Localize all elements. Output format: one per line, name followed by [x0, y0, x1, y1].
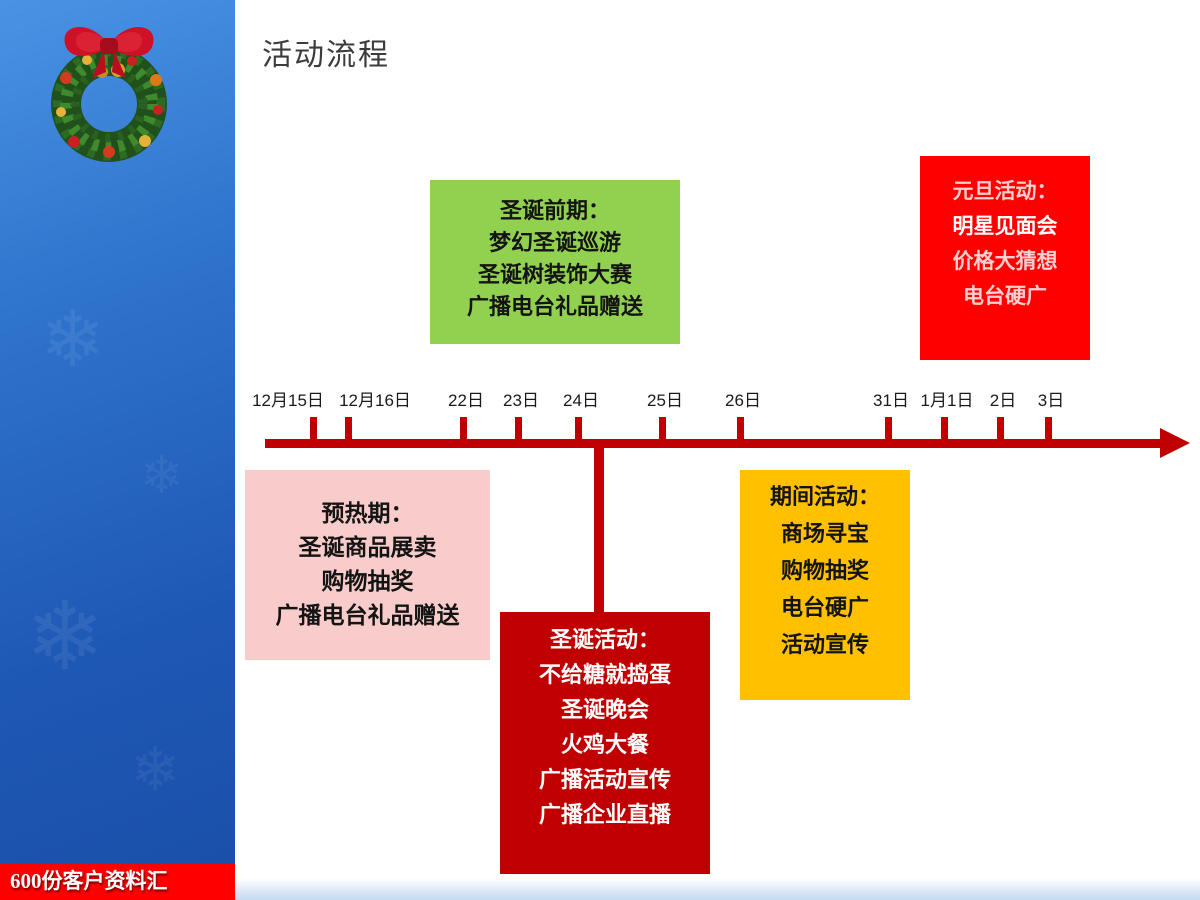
- timeline-tick: [460, 417, 467, 444]
- timeline-date-label: 12月15日: [252, 391, 324, 410]
- new-year-box: 元旦活动： 明星见面会 价格大猜想 电台硬广: [920, 156, 1090, 360]
- timeline-tick: [885, 417, 892, 444]
- snowflake-icon: ❄: [130, 736, 181, 803]
- timeline-tick: [659, 417, 666, 444]
- box-line: 不给糖就捣蛋: [538, 662, 671, 687]
- interim-box: 期间活动： 商场寻宝 购物抽奖 电台硬广 活动宣传: [740, 470, 910, 700]
- timeline-tick: [515, 417, 522, 444]
- box-line: 期间活动：: [769, 484, 880, 509]
- box-line: 电台硬广: [963, 285, 1047, 308]
- christmas-wreath-image: [51, 27, 167, 162]
- timeline-arrowhead-icon: [1160, 428, 1190, 458]
- box-line: 广播电台礼品赠送: [466, 294, 643, 319]
- timeline-date-label: 3日: [1037, 391, 1065, 410]
- box-line: 购物抽奖: [321, 568, 414, 594]
- sidebar-decoration: ❄ ❄ ❄ ❄: [0, 0, 235, 900]
- box-line: 商场寻宝: [780, 521, 869, 546]
- footer-banner: 600份客户资料汇: [0, 864, 235, 900]
- christmas-box: 圣诞活动： 不给糖就捣蛋 圣诞晚会 火鸡大餐 广播活动宣传 广播企业直播: [500, 612, 710, 874]
- box-line: 圣诞树装饰大赛: [477, 262, 632, 287]
- timeline-tick: [310, 417, 317, 444]
- timeline-date-label: 31日: [873, 391, 909, 410]
- timeline-axis: [265, 439, 1162, 448]
- timeline-date-label: 26日: [725, 391, 761, 410]
- timeline-date-label: 25日: [647, 391, 683, 410]
- timeline-tick: [941, 417, 948, 444]
- warm-up-box: 预热期： 圣诞商品展卖 购物抽奖 广播电台礼品赠送: [245, 470, 490, 660]
- box-line: 活动宣传: [780, 632, 869, 657]
- box-line: 梦幻圣诞巡游: [488, 230, 621, 255]
- timeline-date-label: 23日: [503, 391, 539, 410]
- box-line: 价格大猜想: [952, 250, 1058, 273]
- timeline-date-label: 1月1日: [920, 391, 974, 410]
- timeline-tick: [575, 417, 582, 444]
- pre-christmas-box: 圣诞前期： 梦幻圣诞巡游 圣诞树装饰大赛 广播电台礼品赠送: [430, 180, 680, 344]
- box-line: 预热期：: [321, 500, 414, 526]
- box-line: 圣诞前期：: [499, 198, 610, 223]
- box-line: 圣诞活动：: [549, 627, 660, 652]
- box-line: 广播活动宣传: [538, 767, 671, 792]
- snowflake-icon: ❄: [25, 584, 105, 690]
- timeline-date-label: 12月16日: [339, 391, 411, 410]
- timeline-tick: [1045, 417, 1052, 444]
- timeline-tick: [737, 417, 744, 444]
- box-line: 广播电台礼品赠送: [275, 602, 460, 628]
- timeline-tick: [345, 417, 352, 444]
- snowflake-icon: ❄: [140, 447, 184, 505]
- box-line: 火鸡大餐: [560, 732, 649, 757]
- box-line: 圣诞晚会: [560, 697, 649, 722]
- box-line: 广播企业直播: [538, 802, 671, 827]
- timeline-date-label: 22日: [448, 391, 484, 410]
- box-line: 购物抽奖: [780, 558, 869, 583]
- timeline-connector: [594, 444, 604, 614]
- timeline-tick: [997, 417, 1004, 444]
- timeline-date-label: 2日: [989, 391, 1017, 410]
- page-title: 活动流程: [262, 39, 390, 72]
- box-line: 圣诞商品展卖: [298, 534, 437, 560]
- box-line: 电台硬广: [780, 595, 869, 620]
- footer-gradient-strip: [235, 878, 1200, 900]
- box-line: 明星见面会: [952, 215, 1058, 238]
- box-line: 元旦活动：: [952, 180, 1058, 203]
- timeline-date-label: 24日: [563, 391, 599, 410]
- snowflake-icon: ❄: [40, 295, 106, 383]
